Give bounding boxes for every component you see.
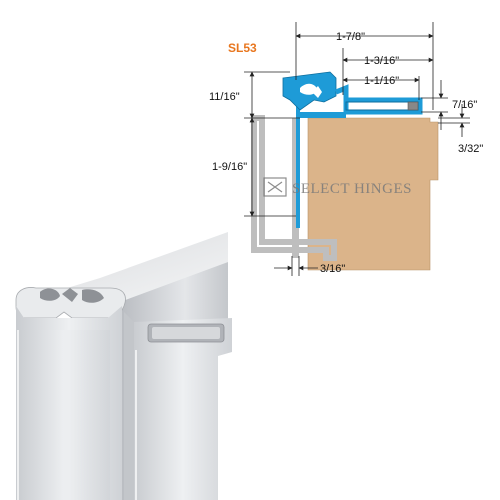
dim-gap: 3/32" <box>458 143 483 155</box>
cross-section: 1-7/8" 1-3/16" 1-1/16" 11/16" 7/16" 3/32… <box>209 22 483 276</box>
hinge-logo-icon <box>263 177 287 197</box>
frame-jamb <box>292 118 299 258</box>
watermark-text: SELECT HINGES <box>292 181 412 197</box>
dim-top-offset: 11/16" <box>209 91 240 103</box>
dim-leaf-depth: 7/16" <box>452 99 477 111</box>
dimension-lines <box>244 22 470 276</box>
watermark: SELECT HINGES <box>263 177 412 197</box>
dim-overall-width: 1-7/8" <box>336 31 365 43</box>
door-leaf <box>307 117 439 271</box>
dim-channel-width: 1-1/16" <box>364 75 399 87</box>
dim-leaf-width: 1-3/16" <box>364 55 399 67</box>
hinge-profile <box>282 71 423 228</box>
dim-frame-depth: 1-9/16" <box>212 161 247 173</box>
dim-return-depth: 3/16" <box>320 263 345 275</box>
model-label: SL53 <box>228 41 257 55</box>
hinge-extrusion-render <box>15 232 232 500</box>
